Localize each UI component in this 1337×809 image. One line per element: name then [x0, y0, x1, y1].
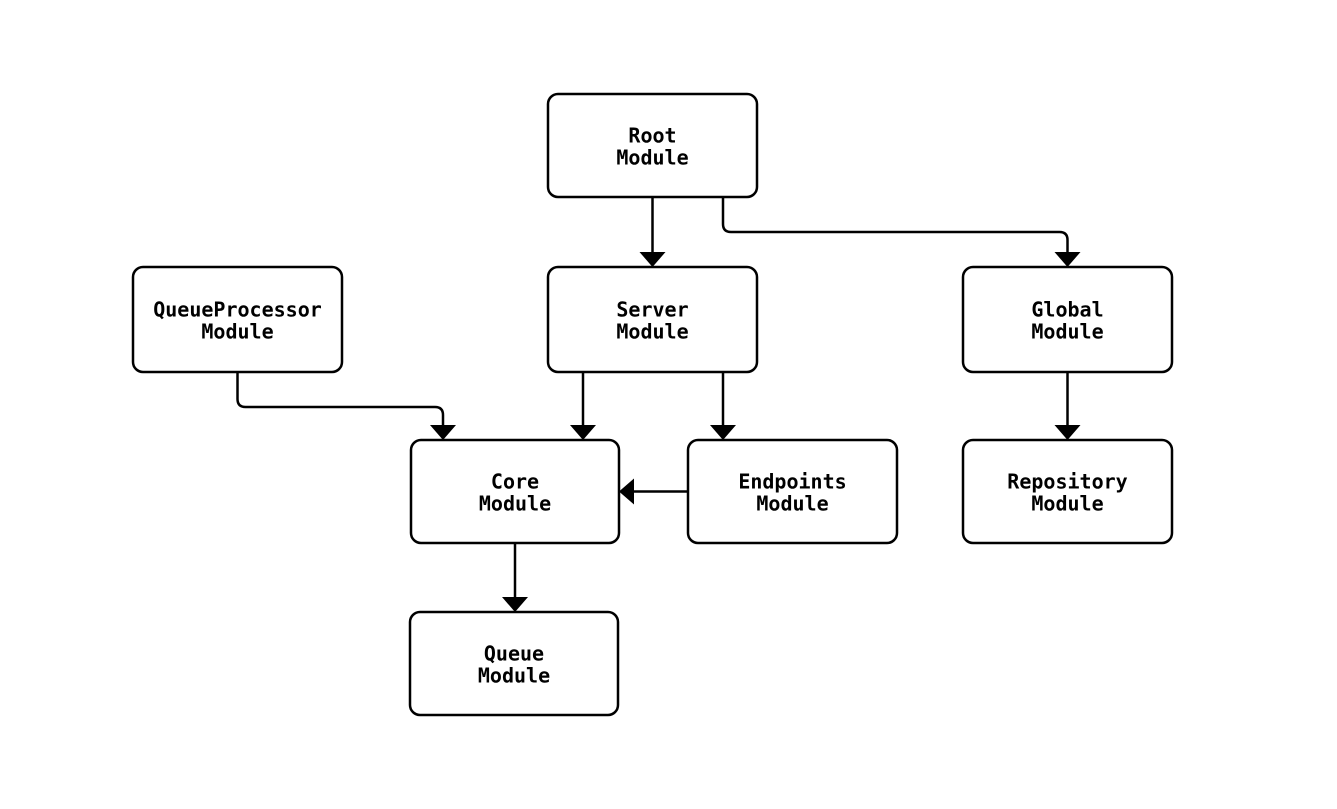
node-endpoints-module-label-line2: Module — [756, 492, 828, 516]
node-queue-module-label-line2: Module — [478, 664, 550, 688]
arrowhead-endpoints-core — [619, 478, 634, 505]
node-root-module-label-line1: Root — [628, 124, 676, 148]
node-endpoints-module: Endpoints Module — [686, 438, 899, 545]
node-global-module: Global Module — [961, 265, 1174, 374]
arrowhead-server-endpoints — [710, 425, 736, 440]
arrowhead-queueprocessor-core — [430, 425, 456, 440]
node-queueprocessor-module: QueueProcessor Module — [131, 265, 344, 374]
node-core-module-label-line1: Core — [491, 470, 539, 494]
edge-queueprocessor-core — [236, 372, 445, 425]
node-repository-module-box — [961, 438, 1174, 545]
node-global-module-label-line2: Module — [1031, 320, 1103, 344]
node-root-module: Root Module — [546, 92, 759, 199]
node-repository-module: Repository Module — [961, 438, 1174, 545]
node-endpoints-module-box — [686, 438, 899, 545]
node-repository-module-label-line2: Module — [1031, 492, 1103, 516]
node-queue-module: Queue Module — [408, 610, 620, 717]
edges — [236, 197, 1081, 612]
arrowhead-global-repository — [1054, 425, 1081, 440]
edge-root-global — [721, 197, 1069, 252]
node-server-module-label-line1: Server — [616, 298, 688, 322]
node-queueprocessor-module-label-line1: QueueProcessor — [153, 298, 322, 322]
node-core-module-label-line2: Module — [479, 492, 551, 516]
node-global-module-box — [961, 265, 1174, 374]
node-server-module-label-line2: Module — [616, 320, 688, 344]
node-root-module-label-line2: Module — [616, 146, 688, 170]
arrowhead-root-global — [1054, 252, 1081, 267]
node-queueprocessor-module-label-line2: Module — [201, 320, 273, 344]
nodes: Root Module QueueProcessor Module Server… — [131, 92, 1174, 717]
node-queue-module-label-line1: Queue — [484, 642, 544, 666]
node-server-module-box — [546, 265, 759, 374]
node-repository-module-label-line1: Repository — [1007, 470, 1127, 494]
node-endpoints-module-label-line1: Endpoints — [738, 470, 846, 494]
arrowhead-core-queue — [502, 597, 528, 612]
node-global-module-label-line1: Global — [1031, 298, 1103, 322]
node-queueprocessor-module-box — [131, 265, 344, 374]
node-queue-module-box — [408, 610, 620, 717]
arrowhead-server-core — [570, 425, 596, 440]
node-server-module: Server Module — [546, 265, 759, 374]
node-core-module: Core Module — [409, 438, 621, 545]
arrowhead-root-server — [639, 252, 666, 267]
node-core-module-box — [409, 438, 621, 545]
node-root-module-box — [546, 92, 759, 199]
